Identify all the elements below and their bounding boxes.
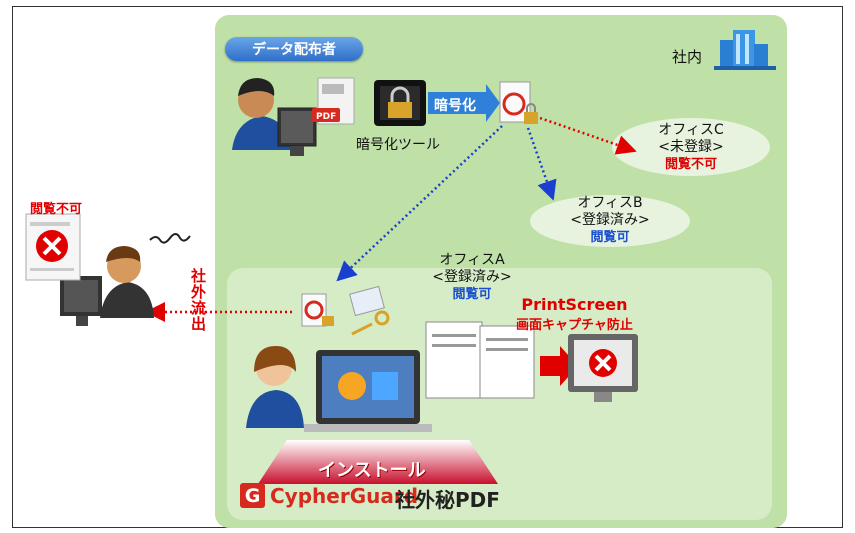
printscreen-title: PrintScreen [521,295,628,314]
tool-label: 暗号化ツール [356,137,440,153]
office-b-label: オフィスB <登録済み> 閲覧可 [530,195,690,246]
company-label: 社内 [672,48,703,66]
blocked-screen-icon [568,334,638,402]
external-access-label: 閲覧不可 [30,202,83,217]
arrow-to-office-c [539,116,637,155]
distributor-badge: データ配布者 [225,37,363,61]
office-b-ellipse [530,195,690,247]
office-a-access: 閲覧可 [452,287,492,302]
arrow-to-office-a [336,125,503,282]
office-c-status: <未登録> [658,139,724,155]
distributor-user-icon [232,78,317,156]
logo-name: CypherGuard [270,484,419,508]
document-preview-icon [425,321,535,399]
blocked-document-icon [25,213,81,281]
logo-suffix: 社外秘PDF [395,488,500,512]
office-a-name: オフィスA [439,252,505,268]
office-c-label: オフィスC <未登録> 閲覧不可 [612,122,770,173]
arrow-to-office-b [526,127,557,201]
encrypt-label: 暗号化 [434,98,476,114]
office-b-name: オフィスB [577,195,643,211]
office-a-label: オフィスA <登録済み> 閲覧可 [412,252,532,303]
logo-mark: G [240,483,265,508]
printscreen-subtitle: 画面キャプチャ防止 [516,318,633,333]
office-a-status: <登録済み> [432,269,512,285]
install-label: インストール [318,460,426,481]
laptop-icon [304,350,432,432]
office-b-access: 閲覧可 [590,230,630,245]
svg-text:PDF: PDF [316,112,336,122]
office-c-ellipse [612,118,770,176]
printscreen-label: PrintScreen 画面キャプチャ防止 [516,295,633,333]
install-banner [258,440,498,484]
leak-label: 社外流出 [189,268,207,332]
office-b-status: <登録済み> [570,212,650,228]
building-icon [714,30,776,70]
key-icon [349,285,390,336]
encryption-tool-icon [374,80,426,126]
encrypt-arrow [428,84,500,122]
encrypted-pdf-icon [499,81,538,124]
pdf-document-icon: PDF [312,77,355,125]
office-c-access: 閲覧不可 [664,157,717,172]
leaked-pdf-icon [301,293,334,327]
office-a-user-icon [246,346,304,428]
office-c-name: オフィスC [658,122,724,138]
external-user-icon [60,233,191,326]
